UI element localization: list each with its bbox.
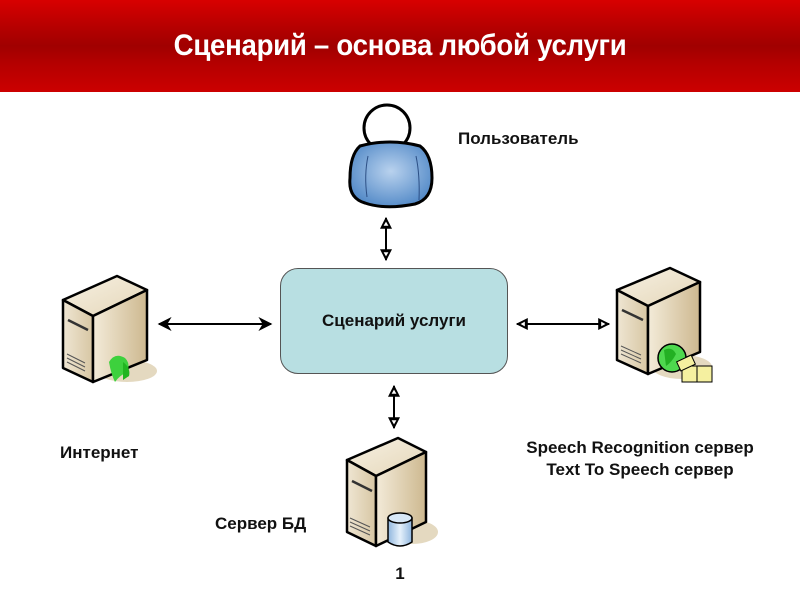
web-server-icon bbox=[61, 274, 157, 384]
user-connector-arrow bbox=[380, 216, 392, 262]
service-scenario-label: Сценарий услуги bbox=[322, 311, 466, 330]
speech-server-icon bbox=[615, 266, 713, 383]
slide-header: Сценарий – основа любой услуги bbox=[0, 0, 800, 92]
slide-title: Сценарий – основа любой услуги bbox=[173, 29, 627, 62]
speech-connector-arrow bbox=[515, 318, 611, 330]
db-server-label: Сервер БД bbox=[215, 514, 307, 533]
user-icon bbox=[348, 103, 434, 209]
service-scenario-box[interactable]: Сценарий услуги bbox=[280, 268, 508, 374]
internet-connector-arrow bbox=[157, 317, 273, 331]
db-connector-arrow bbox=[388, 384, 400, 430]
page-number: 1 bbox=[395, 564, 405, 583]
speech-recognition-label: Speech Recognition сервер bbox=[526, 438, 754, 457]
speech-server-labels: Speech Recognition сервер Text To Speech… bbox=[495, 437, 785, 481]
user-label: Пользователь bbox=[458, 129, 579, 148]
internet-label: Интернет bbox=[60, 443, 139, 462]
text-to-speech-label: Text To Speech сервер bbox=[546, 460, 734, 479]
database-server-icon bbox=[345, 436, 438, 548]
